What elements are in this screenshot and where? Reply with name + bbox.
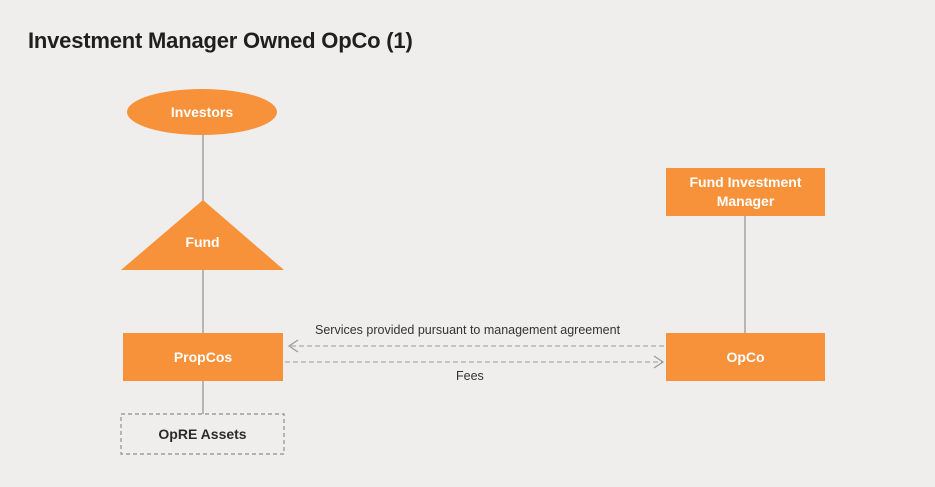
propcos-node — [123, 333, 283, 381]
investors-label: Investors — [170, 103, 234, 120]
fund-investment-manager-label: Fund Investment Manager — [689, 174, 802, 209]
opco-label: OpCo — [726, 348, 765, 365]
propcos-label: PropCos — [173, 348, 233, 365]
fund-investment-manager-node — [666, 168, 825, 216]
opre-assets-node — [120, 413, 285, 455]
services-label: Services provided pursuant to management… — [315, 323, 621, 337]
services-arrowhead — [287, 339, 299, 353]
investors-node — [127, 89, 277, 135]
opre-assets-label: OpRE Assets — [158, 425, 247, 442]
fees-arrowhead — [653, 355, 665, 369]
fund-label: Fund — [185, 233, 220, 250]
opco-node — [666, 333, 825, 381]
fees-label: Fees — [456, 369, 484, 383]
page-title: Investment Manager Owned OpCo (1) — [28, 28, 413, 53]
fund-node — [121, 200, 284, 270]
